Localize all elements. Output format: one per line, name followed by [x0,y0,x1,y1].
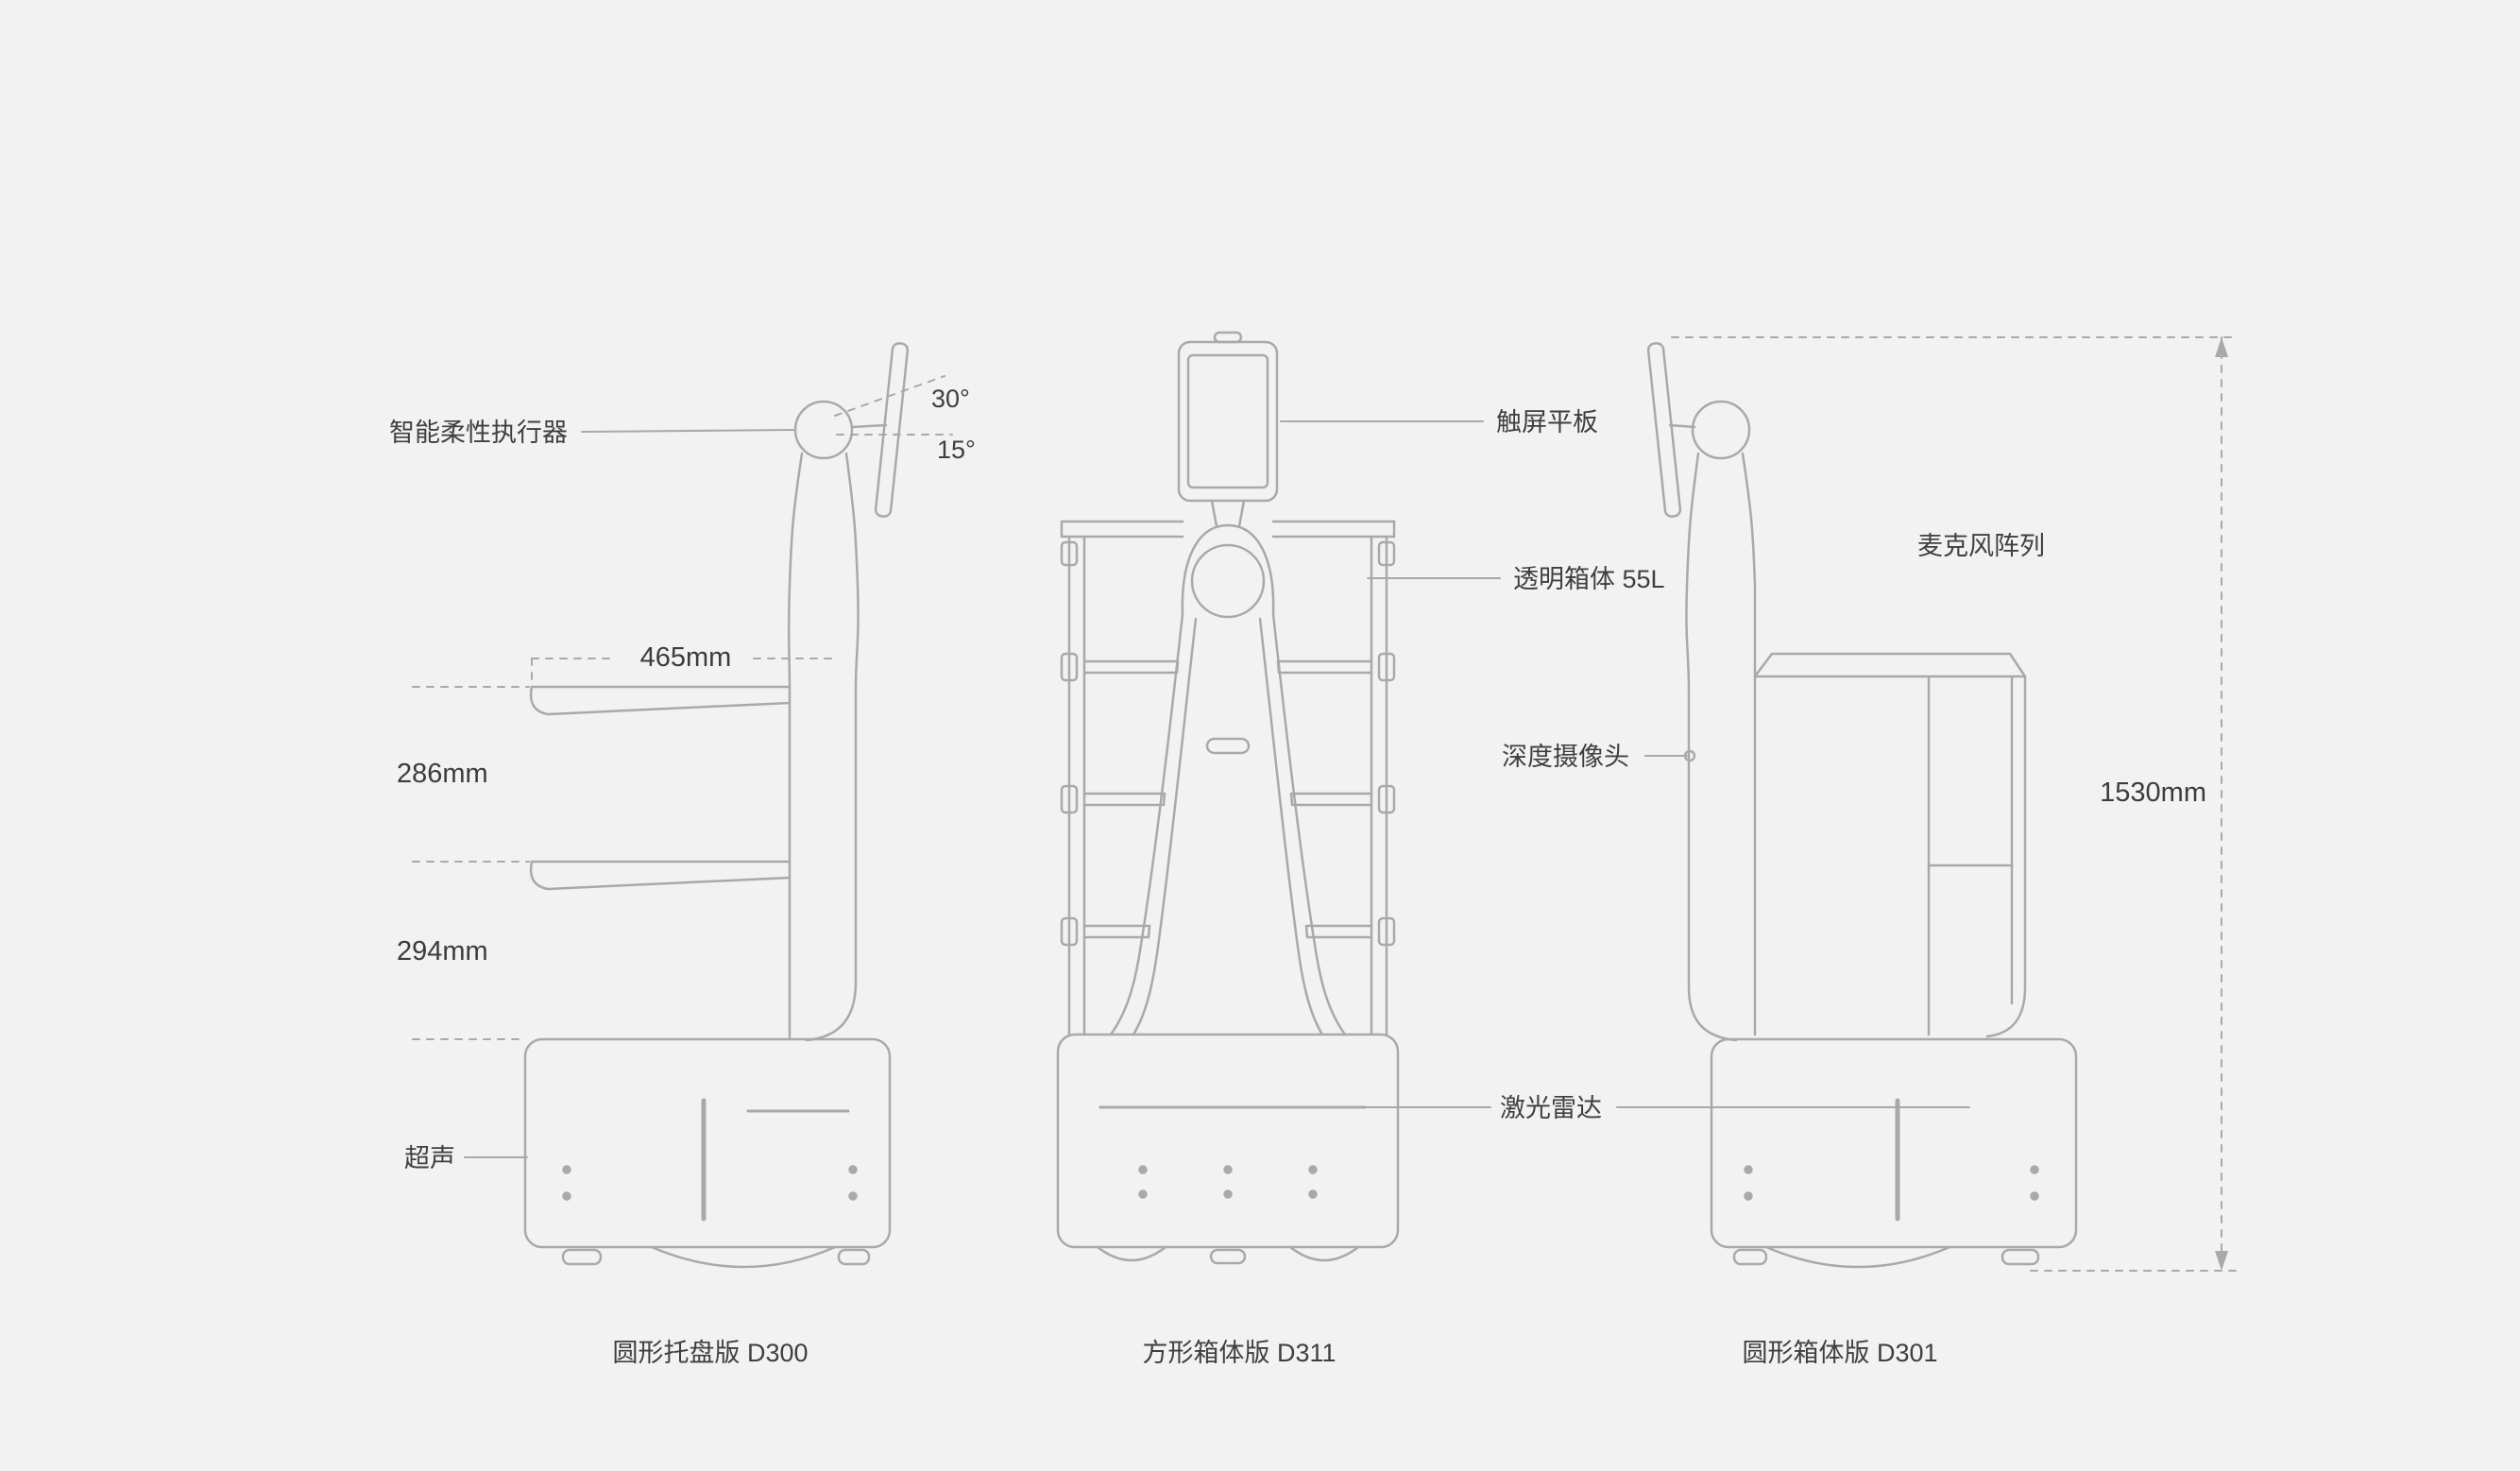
dim-465mm: 465mm [639,642,732,673]
angle-label-30: 30° [931,385,970,413]
leader-lines [464,420,1970,1158]
dimension-arrows [2215,337,2228,1271]
dim-294mm: 294mm [397,936,488,966]
label-touchscreen: 触屏平板 [1496,408,1598,436]
label-mic-array: 麦克风阵列 [1917,532,2045,560]
label-depth-camera: 深度摄像头 [1502,743,1629,771]
caption-d311: 方形箱体版 D311 [1142,1339,1337,1367]
label-lidar: 激光雷达 [1500,1094,1602,1122]
label-transparent-box: 透明箱体 55L [1513,565,1665,593]
angle-label-15: 15° [937,436,976,464]
robot-d301-drawing [1646,342,2078,1269]
dimension-guides [412,336,2238,1272]
dim-1530mm: 1530mm [2100,778,2206,808]
robot-d300-drawing [523,342,910,1269]
label-ultrasonic: 超声 [404,1144,455,1172]
robot-d311-drawing [1056,331,1400,1265]
label-actuator: 智能柔性执行器 [389,419,568,447]
caption-d301: 圆形箱体版 D301 [1742,1339,1938,1367]
caption-d300: 圆形托盘版 D300 [612,1339,809,1367]
dim-286mm: 286mm [397,759,488,789]
